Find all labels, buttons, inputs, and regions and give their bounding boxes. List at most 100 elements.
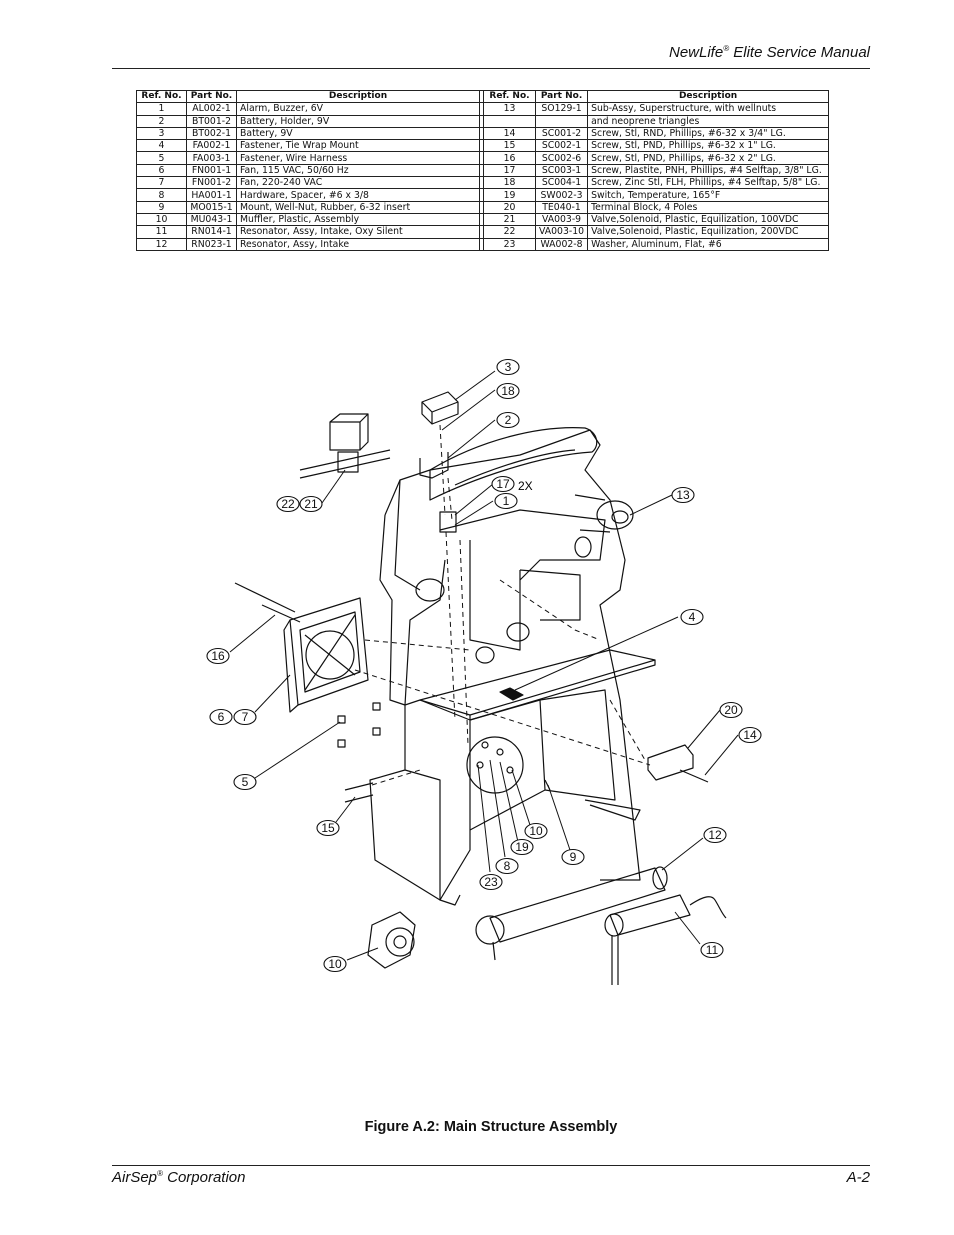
cell-ref-no: 18: [483, 176, 536, 190]
lower-corner: [404, 769, 441, 900]
cell-description: Screw, Zinc Stl, FLH, Phillips, #4 Selft…: [587, 176, 830, 190]
fan-screw: [234, 582, 296, 613]
callout-number: 20: [724, 703, 738, 717]
leader-line: [514, 616, 679, 691]
callout-ellipse: [703, 826, 727, 844]
cell-description: Screw, Plastite, PNH, Phillips, #4 Selft…: [587, 163, 830, 178]
callout-ellipse: [316, 819, 340, 837]
callout-14: 14: [738, 726, 762, 744]
screw: [344, 782, 374, 791]
callout-6: 6: [209, 708, 233, 726]
cell-part-no: SC003-1: [534, 163, 589, 178]
leader-line: [629, 494, 673, 516]
right-mount-body: [574, 494, 611, 533]
cell-description: Screw, Stl, PND, Phillips, #6-32 x 1" LG…: [587, 139, 830, 153]
left-wall-edge: [394, 479, 421, 591]
base-plate: [419, 649, 656, 716]
cell-description: Fastener, Wire Harness: [236, 151, 480, 165]
leader-line: [441, 389, 496, 431]
callout-8: 8: [495, 857, 519, 875]
cell-description: Fastener, Tie Wrap Mount: [236, 139, 480, 153]
handle: [429, 427, 598, 501]
battery-holder: [419, 452, 449, 479]
leader-line: [447, 419, 496, 459]
leader-line: [346, 947, 379, 961]
callout-number: 15: [321, 821, 335, 835]
valve-pipe: [299, 449, 391, 479]
leader-line: [547, 784, 571, 851]
company-name: AirSep: [112, 1169, 158, 1186]
port-hole: [481, 741, 489, 749]
leader-line: [661, 837, 704, 871]
battery-edges: [421, 401, 459, 424]
leader-line: [704, 734, 739, 776]
callout-5: 5: [233, 773, 257, 791]
resonator-oxy-tube: [611, 935, 619, 985]
callout-ellipse: [496, 358, 520, 376]
base-plate-edge: [469, 660, 656, 721]
callout-number: 5: [242, 775, 249, 789]
callout-number: 16: [211, 649, 225, 663]
explode-line: [445, 531, 456, 721]
callout-number: 13: [676, 488, 690, 502]
callout-ellipse: [496, 411, 520, 429]
resonator-oxy-cap: [604, 913, 624, 937]
frame-outline: [384, 429, 641, 881]
fan-guard: [304, 614, 356, 691]
callout-number: 3: [505, 360, 512, 374]
cell-part-no: VA003-9: [534, 212, 589, 227]
callout-19: 19: [510, 838, 534, 856]
callout-number: 6: [218, 710, 225, 724]
cell-part-no: FN001-1: [186, 163, 237, 178]
cell-ref-no: 14: [483, 126, 536, 141]
callout-number: 7: [242, 710, 249, 724]
cell-part-no: SC002-6: [534, 151, 589, 165]
resonator-intake: [489, 867, 666, 943]
solenoid-top: [329, 413, 369, 451]
cell-ref-no: 8: [136, 188, 187, 202]
callout-number: 4: [689, 610, 696, 624]
table-header-row: Ref. No. Part No. Description Ref. No. P…: [136, 89, 830, 104]
callout-ellipse: [561, 848, 585, 866]
terminal-block: [647, 744, 694, 781]
leader-line: [454, 370, 496, 401]
right-mount-cylinder: [596, 500, 634, 530]
harness-clip: [372, 702, 381, 711]
muffler: [367, 911, 416, 969]
callout-15: 15: [316, 819, 340, 837]
leader-line: [454, 483, 494, 516]
footer-company: AirSep® Corporation: [112, 1169, 245, 1186]
leader-line: [674, 911, 701, 945]
callout-number: 11: [706, 943, 719, 957]
callout-23: 23: [479, 873, 503, 891]
callout-16: 16: [206, 647, 230, 665]
callout-number: 8: [504, 859, 511, 873]
right-mount-round: [574, 536, 592, 558]
foot: [439, 894, 461, 906]
cell-part-no: SW002-3: [534, 188, 589, 202]
callout-ellipse: [276, 495, 300, 513]
resonator-oxy-silent: [609, 894, 691, 936]
spacer: [475, 646, 495, 664]
port-hole: [496, 748, 504, 756]
callout-18: 18: [496, 382, 520, 400]
callout-11: 11: [700, 941, 724, 959]
inner-box: [519, 569, 581, 621]
explode-line: [364, 639, 471, 651]
fan-screw: [261, 604, 301, 623]
cell-description: Switch, Temperature, 165°F: [587, 188, 830, 202]
callout-number: 12: [708, 828, 722, 842]
callout-10b: 10: [323, 955, 347, 973]
callout-number: 17: [496, 477, 510, 491]
fan-depth: [283, 619, 299, 713]
callout-ellipse: [479, 873, 503, 891]
fan-inner: [299, 611, 361, 693]
